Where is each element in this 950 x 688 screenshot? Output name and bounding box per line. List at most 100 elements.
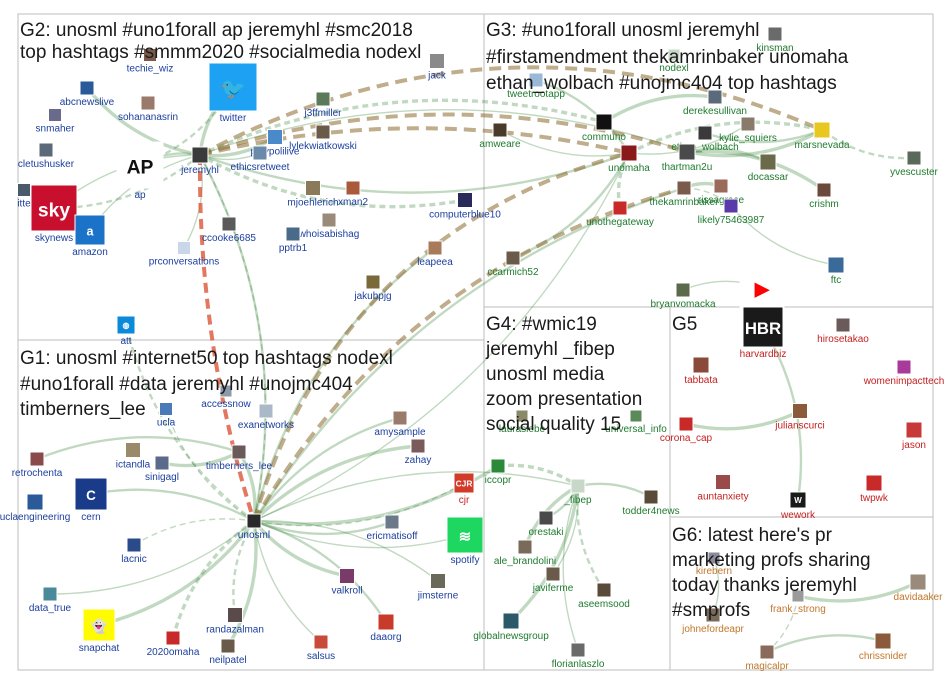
node-lacnic[interactable]: lacnic xyxy=(121,537,147,565)
node-uclaengineering[interactable]: uclaengineering xyxy=(0,493,70,523)
node-communo[interactable]: communo xyxy=(582,113,626,143)
node-rissagrace[interactable]: rissagrace xyxy=(698,178,745,206)
node-sohananasrin[interactable]: sohananasrin xyxy=(118,95,178,123)
node-ccooke6685[interactable]: ccooke6685 xyxy=(202,216,256,244)
node-javiferme[interactable]: javiferme xyxy=(532,566,574,594)
node-iccopr[interactable]: iccopr xyxy=(485,458,512,486)
node-ale-brandolini[interactable]: ale_brandolini xyxy=(494,539,556,567)
node-yvescuster[interactable]: yvescuster xyxy=(890,150,939,178)
node-globalnewsgroup[interactable]: globalnewsgroup xyxy=(473,612,549,642)
node-att[interactable]: ◍att xyxy=(116,315,136,347)
node-unomaha[interactable]: unomaha xyxy=(608,144,650,174)
node-lylekwiatkowski[interactable]: lylekwiatkowski xyxy=(289,124,357,152)
node-unosml[interactable]: unosml xyxy=(238,513,270,541)
node-tabbata[interactable]: tabbata xyxy=(684,356,718,386)
node-zahay[interactable]: zahay xyxy=(405,438,432,466)
node-docassar[interactable]: docassar xyxy=(748,153,789,183)
node-xman2[interactable]: xman2 xyxy=(338,180,368,208)
node-cletushusker[interactable]: cletushusker xyxy=(18,142,75,170)
node-frank-strong[interactable]: frank_strong xyxy=(770,589,826,615)
node-amweare[interactable]: amweare xyxy=(479,122,521,150)
node-unothegateway[interactable]: unothegateway xyxy=(586,200,654,228)
node-snmaher[interactable]: snmaher xyxy=(36,108,76,135)
node-mjoehlerich[interactable]: mjoehlerich xyxy=(287,180,339,209)
node-computerblue10[interactable]: computerblue10 xyxy=(429,192,501,221)
node-daaorg[interactable]: daaorg xyxy=(370,613,402,643)
node-bryanvomacka[interactable]: bryanvomacka xyxy=(650,282,716,310)
node-magicalpr[interactable]: magicalpr xyxy=(745,644,789,672)
node-marsnevada[interactable]: marsnevada xyxy=(794,121,850,151)
node-retrochenta[interactable]: retrochenta xyxy=(12,451,63,479)
node-ucla[interactable]: ucla xyxy=(157,402,176,429)
node-thartman2u[interactable]: thartman2u xyxy=(662,143,713,173)
node-likely75463987[interactable]: likely75463987 xyxy=(698,198,765,226)
node-timberners-lee[interactable]: timberners_lee xyxy=(206,444,273,472)
node-ethicsretweet[interactable]: ethicsretweet xyxy=(231,145,290,173)
node-neilpatel[interactable]: neilpatel xyxy=(209,638,247,666)
node-twitter[interactable]: 🐦twitter xyxy=(208,62,258,124)
node-ethan-wolbach[interactable]: ethan_wolbach xyxy=(671,125,739,153)
node-valkroll[interactable]: valkroll xyxy=(331,568,363,597)
node-ericmatisoff[interactable]: ericmatisoff xyxy=(367,514,418,542)
node-jack[interactable]: jack xyxy=(427,53,447,82)
node-kinsman[interactable]: kinsman xyxy=(756,26,794,54)
node-jason[interactable]: jason xyxy=(901,421,926,451)
node-label: randazalman xyxy=(206,625,264,636)
node-polypolilive[interactable]: polypolilive xyxy=(251,129,300,158)
node-kirebern[interactable]: kirebern xyxy=(696,551,732,577)
node-jimsterne[interactable]: jimsterne xyxy=(417,573,459,602)
node-snapchat[interactable]: 👻snapchat xyxy=(79,608,120,654)
node-j3ffmiller[interactable]: j3ffmiller xyxy=(303,91,342,119)
node-todder4news[interactable]: todder4news xyxy=(622,489,680,517)
node-ccarmich52[interactable]: ccarmich52 xyxy=(487,250,539,278)
node-ictandla[interactable]: ictandla xyxy=(116,442,151,471)
node-amysample[interactable]: amysample xyxy=(374,410,426,438)
node-julianscurci[interactable]: julianscurci xyxy=(774,403,825,432)
node-orestaki[interactable]: orestaki xyxy=(528,510,564,538)
node-itte[interactable]: itte xyxy=(17,183,31,210)
node-jeremyhl[interactable]: jeremyhl xyxy=(180,146,219,176)
node-tweetrootapp[interactable]: tweetrootapp xyxy=(507,72,565,100)
node-whoisabishag[interactable]: whoisabishag xyxy=(298,212,360,240)
node-pptrb1[interactable]: pptrb1 xyxy=(279,226,308,254)
node-salsus[interactable]: salsus xyxy=(307,634,335,662)
node-exanetworks[interactable]: exanetworks xyxy=(238,403,294,431)
node-ftc[interactable]: ftc xyxy=(827,256,845,286)
node-twpwk[interactable]: twpwk xyxy=(860,474,889,504)
node-chrissnider[interactable]: chrissnider xyxy=(859,632,908,662)
node-johnefordeapr[interactable]: johnefordeapr xyxy=(681,607,745,635)
node-universal-info[interactable]: universal_info xyxy=(605,409,667,435)
node-abcnewslive[interactable]: abcnewslive xyxy=(60,80,115,108)
node--fibep[interactable]: _fibep xyxy=(563,478,592,506)
node-prconversations[interactable]: prconversations xyxy=(149,241,220,268)
node-thekamrinbaker[interactable]: thekamrinbaker xyxy=(650,180,720,208)
node-florianlaszlo[interactable]: florianlaszlo xyxy=(552,642,605,670)
node-crishm[interactable]: crishm xyxy=(809,182,839,210)
node-nodexl[interactable]: nodexl xyxy=(659,48,689,74)
node-2020omaha[interactable]: 2020omaha xyxy=(147,630,200,658)
node-auntanxiety[interactable]: auntanxiety xyxy=(697,474,749,503)
node-hirosetakao[interactable]: hirosetakao xyxy=(817,317,869,345)
node-data-true[interactable]: data_true xyxy=(29,586,72,614)
node-lauraslebe[interactable]: lauraslebe xyxy=(499,409,546,435)
node-derekesullivan[interactable]: derekesullivan xyxy=(683,89,747,117)
node-kylie-squiers[interactable]: kylie_squiers xyxy=(719,116,777,144)
node-womenimpacttech[interactable]: womenimpacttech xyxy=(863,359,945,387)
node-leapeea[interactable]: leapeea xyxy=(417,240,453,268)
node-techie-wiz[interactable]: techie_wiz xyxy=(127,48,174,75)
node-accessnow[interactable]: accessnow xyxy=(201,384,252,410)
node-spotify[interactable]: ≋spotify xyxy=(446,516,484,566)
node-aseemsood[interactable]: aseemsood xyxy=(578,582,630,610)
node-randazalman[interactable]: randazalman xyxy=(206,607,264,636)
node-corona-cap[interactable]: corona_cap xyxy=(660,416,713,444)
node-sinigagl[interactable]: sinigagl xyxy=(145,455,179,483)
node-davidaaker[interactable]: davidaaker xyxy=(894,573,944,603)
node-jakubpjg[interactable]: jakubpjg xyxy=(353,274,392,302)
